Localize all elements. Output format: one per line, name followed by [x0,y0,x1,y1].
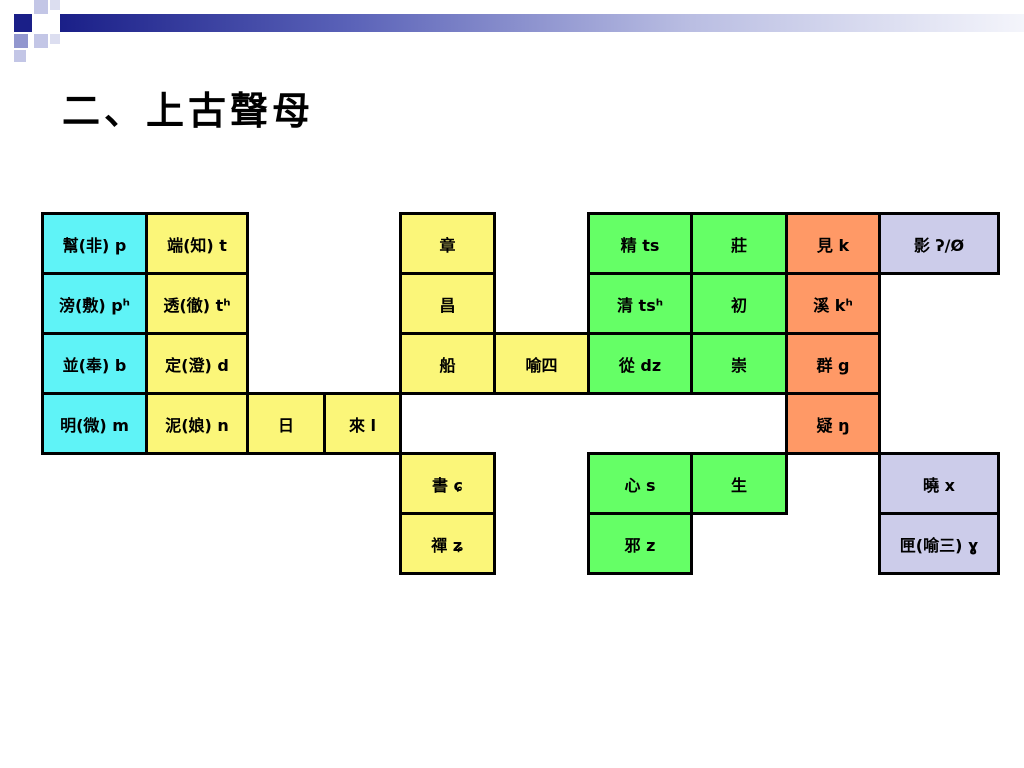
cell-ying: 影 ʔ/Ø [878,212,1000,275]
cell-chuan: 船 [399,332,496,395]
title-banner-bar [60,14,1024,32]
row-divider-line [399,392,788,395]
cell-pang: 滂(敷) pʰ [41,272,148,335]
cell-sheng: 生 [690,452,788,515]
cell-cong: 從 dz [587,332,693,395]
cell-jian: 見 k [785,212,881,275]
cell-qun: 群 g [785,332,881,395]
row-divider-line [785,452,881,455]
cell-lai: 來 l [323,392,402,455]
page-title: 二、上古聲母 [62,88,315,133]
cell-xie: 邪 z [587,512,693,575]
corner-square-mid [14,34,28,48]
cell-xi: 溪 kʰ [785,272,881,335]
cell-ri: 日 [246,392,326,455]
cell-ding: 定(澄) d [145,332,249,395]
cell-zhang: 章 [399,212,496,275]
cell-xiao: 曉 x [878,452,1000,515]
corner-square-light [50,0,60,10]
corner-square-dark [14,14,32,32]
cell-xia: 匣(喻三) ɣ [878,512,1000,575]
cell-yu-si: 喻四 [493,332,590,395]
cell-duan: 端(知) t [145,212,249,275]
cell-tou: 透(徹) tʰ [145,272,249,335]
cell-zhuang: 莊 [690,212,788,275]
cell-chu: 初 [690,272,788,335]
row-divider-line [41,452,402,455]
cell-ming: 明(微) m [41,392,148,455]
cell-chang: 昌 [399,272,496,335]
corner-square-light [34,0,48,14]
cell-qing: 清 tsʰ [587,272,693,335]
corner-decoration [0,0,90,70]
corner-square-mid [50,34,60,44]
corner-square-light [14,50,26,62]
cell-bing: 並(奉) b [41,332,148,395]
cell-jing: 精 ts [587,212,693,275]
cell-chong: 崇 [690,332,788,395]
cell-chan: 禪 ʑ [399,512,496,575]
cell-yi: 疑 ŋ [785,392,881,455]
cell-shu: 書 ɕ [399,452,496,515]
cell-xin: 心 s [587,452,693,515]
corner-square-light [34,34,48,48]
cell-ni: 泥(娘) n [145,392,249,455]
cell-bang: 幫(非) p [41,212,148,275]
